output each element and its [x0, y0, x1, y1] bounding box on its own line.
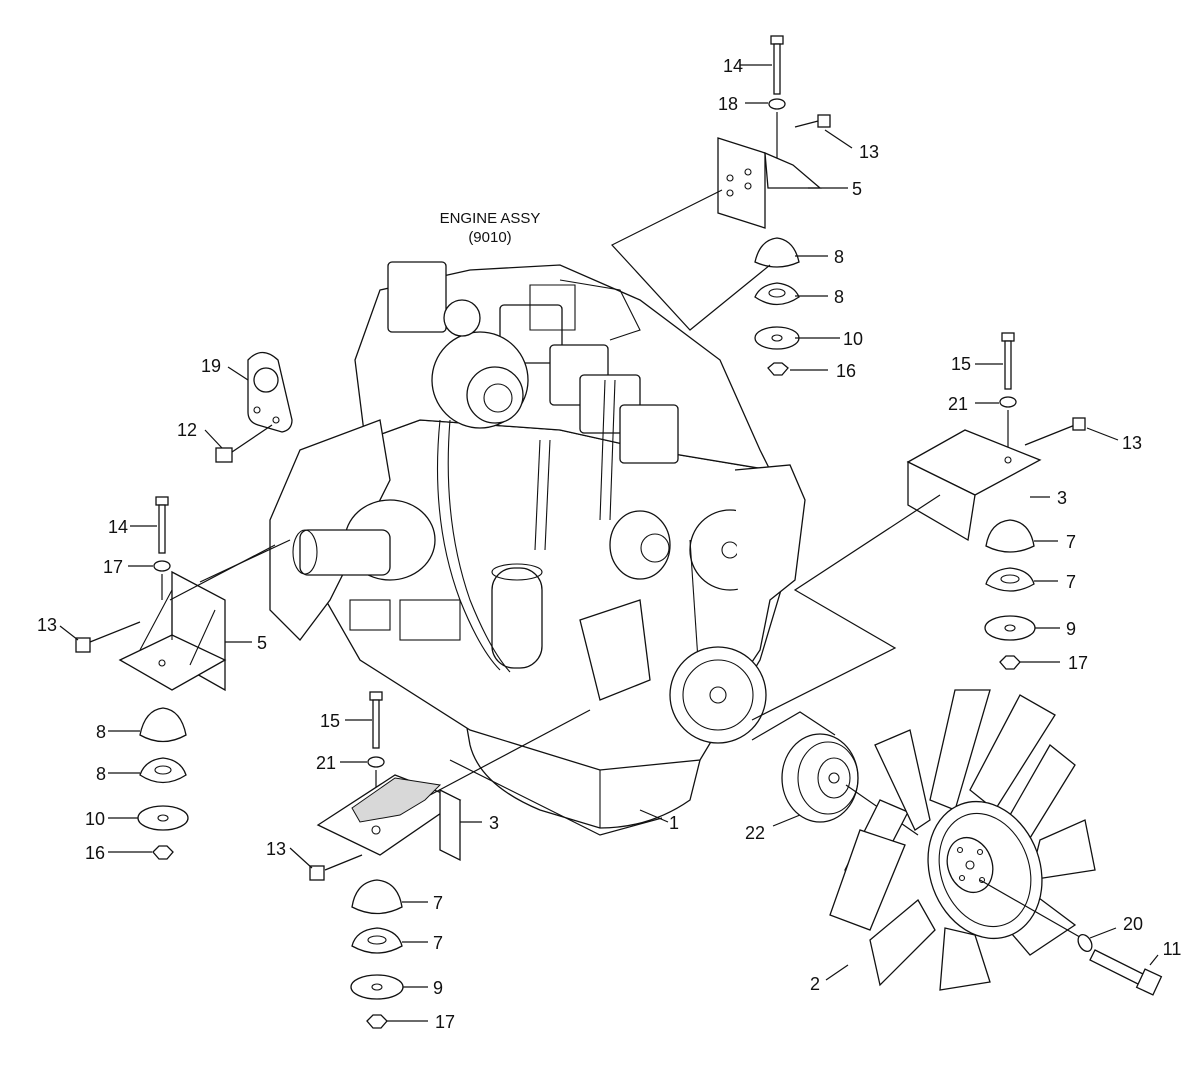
engine-assembly — [269, 261, 806, 829]
callout-labels: 14 18 13 5 8 8 10 16 15 21 13 3 7 7 9 17… — [37, 56, 1181, 1032]
callout-label: 9 — [1066, 619, 1076, 639]
callout-label: 11 — [1163, 939, 1182, 959]
callout-label: 2 — [810, 974, 820, 994]
cover-plate-assembly — [204, 351, 293, 463]
callout-label: 8 — [834, 287, 844, 307]
callout-label: 3 — [1057, 488, 1067, 508]
callout-label: 7 — [1066, 532, 1076, 552]
diagram-title-line2: (9010) — [468, 229, 511, 246]
callout-label: 20 — [1123, 914, 1143, 934]
mount-stack-left — [59, 496, 291, 860]
callout-label: 9 — [433, 978, 443, 998]
callout-label: 17 — [435, 1012, 455, 1032]
callout-label: 13 — [859, 142, 879, 162]
callout-label: 15 — [951, 354, 971, 374]
callout-label: 7 — [433, 893, 443, 913]
callout-label: 8 — [834, 247, 844, 267]
fan-assembly — [751, 689, 1163, 996]
callout-label: 7 — [1066, 572, 1076, 592]
callout-label: 22 — [745, 823, 765, 843]
mount-stack-right — [751, 332, 1119, 721]
mount-stack-bottom-center — [289, 691, 663, 1029]
leader-line-1 — [639, 809, 669, 823]
callout-label: 3 — [489, 813, 499, 833]
callout-label: 13 — [1122, 433, 1142, 453]
callout-label: 8 — [96, 722, 106, 742]
callout-label: 5 — [257, 633, 267, 653]
callout-label: 5 — [852, 179, 862, 199]
callout-label: 15 — [320, 711, 340, 731]
mount-stack-top-right — [611, 35, 853, 376]
callout-label: 10 — [843, 329, 863, 349]
diagram-title-line1: ENGINE ASSY — [440, 210, 541, 227]
callout-label: 13 — [37, 615, 57, 635]
callout-label: 14 — [723, 56, 743, 76]
callout-label: 13 — [266, 839, 286, 859]
callout-label: 7 — [433, 933, 443, 953]
callout-label: 14 — [108, 517, 128, 537]
callout-label: 21 — [948, 394, 968, 414]
callout-label: 10 — [85, 809, 105, 829]
callout-label: 17 — [103, 557, 123, 577]
callout-label: 1 — [669, 813, 679, 833]
callout-label: 16 — [85, 843, 105, 863]
callout-label: 18 — [718, 94, 738, 114]
callout-label: 21 — [316, 753, 336, 773]
callout-label: 12 — [177, 420, 197, 440]
callout-label: 17 — [1068, 653, 1088, 673]
callout-label: 16 — [836, 361, 856, 381]
callout-label: 8 — [96, 764, 106, 784]
callout-label: 19 — [201, 356, 221, 376]
